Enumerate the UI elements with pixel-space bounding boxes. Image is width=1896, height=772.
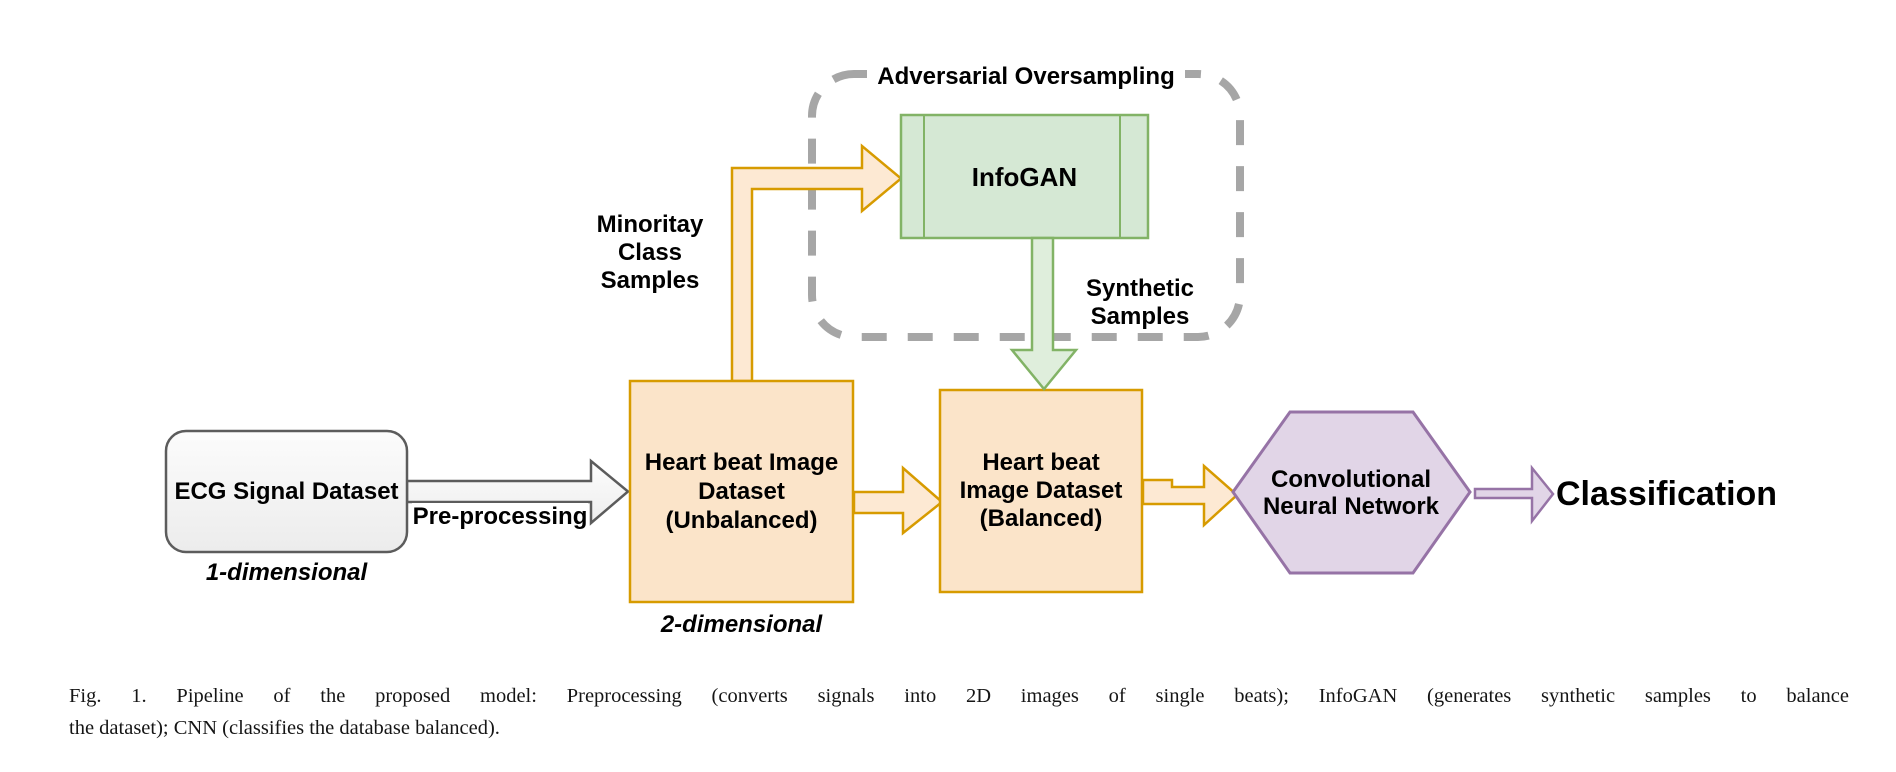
- preprocessing-arrow: [405, 458, 630, 526]
- caption-line-2: the dataset); CNN (classifies the databa…: [69, 716, 500, 739]
- classification-arrow: [1473, 464, 1555, 525]
- infogan-label: InfoGAN: [971, 161, 1078, 192]
- preprocessing-label: Pre-processing: [411, 503, 589, 530]
- synthetic-down-arrow: [1009, 236, 1079, 391]
- two-dimensional-label: 2-dimensional: [660, 611, 823, 638]
- ecg-dataset-label: ECG Signal Dataset: [174, 477, 399, 505]
- unbalanced-dataset-box: [628, 379, 855, 604]
- one-dimensional-label: 1-dimensional: [205, 559, 368, 586]
- ecg-dataset-box: [164, 429, 409, 554]
- unbalanced-dataset-label: Heart beat Image Dataset (Unbalanced): [644, 449, 839, 534]
- synthetic-samples-label: Synthetic Samples: [1085, 275, 1195, 330]
- adversarial-group-border: [808, 70, 1244, 341]
- cnn-input-arrow: [1141, 463, 1239, 528]
- minority-class-samples-label: Minoritay Class Samples: [596, 211, 704, 294]
- figure-caption: Fig. 1. Pipeline of the proposed model: …: [69, 681, 1849, 744]
- cnn-hexagon: [1231, 410, 1472, 575]
- adversarial-group-title: Adversarial Oversampling: [812, 61, 1240, 93]
- cnn-label: Convolutional Neural Network: [1262, 465, 1440, 520]
- minority-elbow-arrow: [730, 143, 903, 383]
- caption-line-1: Fig. 1. Pipeline of the proposed model: …: [69, 685, 1849, 707]
- balanced-dataset-box: [938, 388, 1144, 594]
- balanced-dataset-label: Heart beat Image Dataset (Balanced): [959, 449, 1123, 532]
- classification-label: Classification: [1556, 475, 1778, 513]
- infogan-box: [899, 113, 1150, 240]
- dataset-flow-arrow: [852, 465, 944, 536]
